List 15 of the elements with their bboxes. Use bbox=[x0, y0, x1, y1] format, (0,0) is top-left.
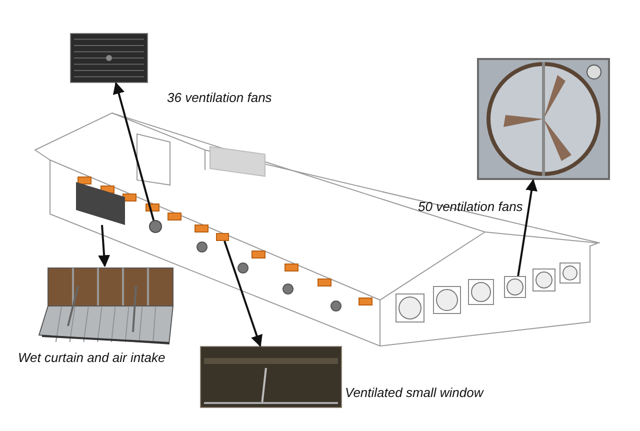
inlet-window bbox=[216, 233, 229, 241]
cooling-pad-panel bbox=[76, 182, 125, 225]
node-label: Ventilated small window bbox=[345, 385, 484, 400]
node-label: 36 ventilation fans bbox=[167, 90, 272, 105]
exhaust-fan-picture bbox=[70, 33, 148, 83]
node-label: Wet curtain and air intake bbox=[18, 350, 166, 365]
leader-arrow bbox=[224, 240, 262, 348]
wall-fan bbox=[149, 220, 162, 233]
exhaust-fan-picture bbox=[477, 58, 610, 180]
wall-fan bbox=[504, 276, 526, 298]
leader-arrow bbox=[517, 178, 538, 276]
node-label: 50 ventilation fans bbox=[418, 199, 523, 214]
air-inlet-window-picture bbox=[200, 346, 342, 408]
leader-arrow bbox=[98, 224, 110, 268]
leader-arrow bbox=[112, 82, 155, 221]
